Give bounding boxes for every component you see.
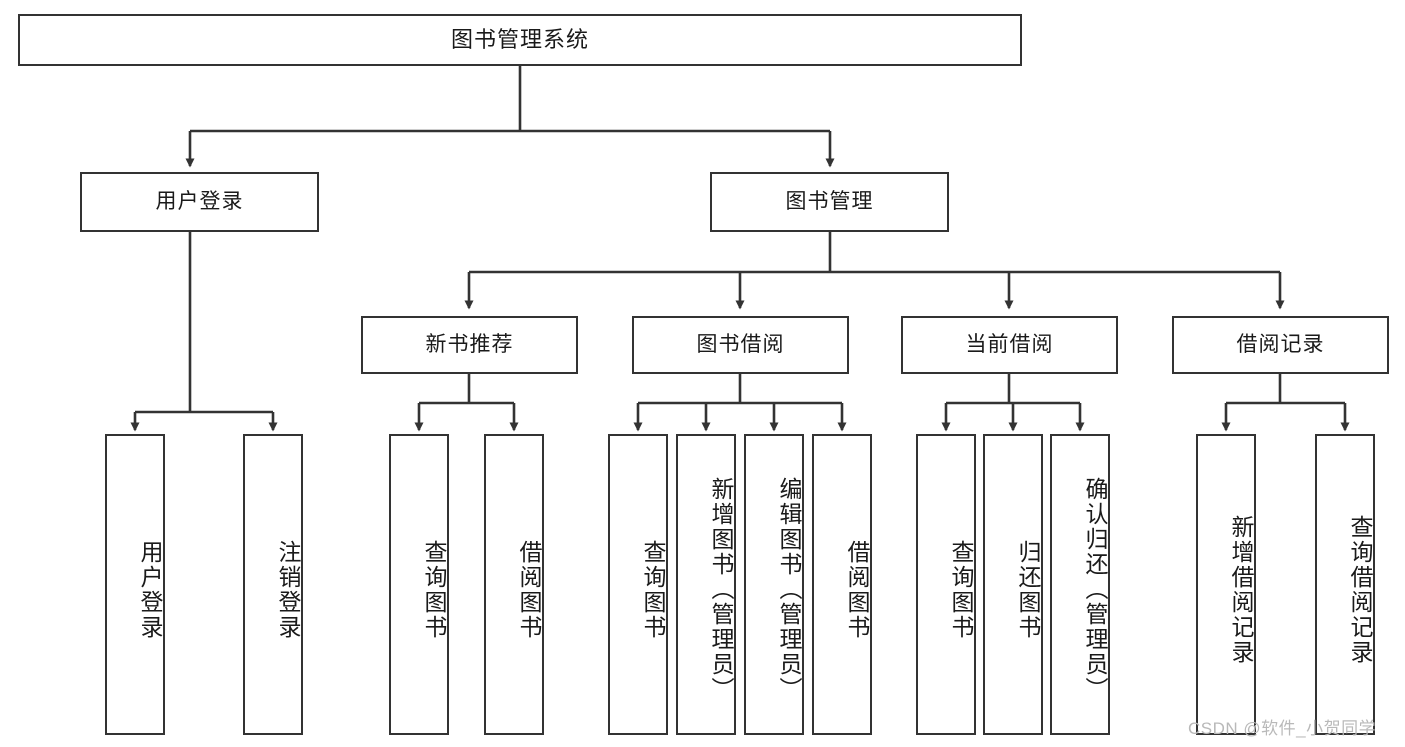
node-leaf-add-book[interactable]: 新增图书（管理员） xyxy=(676,434,736,735)
node-book-borrow[interactable]: 图书借阅 xyxy=(632,316,849,374)
node-leaf-query-book-3[interactable]: 查询图书 xyxy=(916,434,976,735)
node-leaf-borrow-book-2[interactable]: 借阅图书 xyxy=(812,434,872,735)
node-leaf-user-login[interactable]: 用户登录 xyxy=(105,434,165,735)
node-new-book-recommend[interactable]: 新书推荐 xyxy=(361,316,578,374)
node-current-borrow[interactable]: 当前借阅 xyxy=(901,316,1118,374)
node-leaf-query-record[interactable]: 查询借阅记录 xyxy=(1315,434,1375,735)
node-root[interactable]: 图书管理系统 xyxy=(18,14,1022,66)
node-leaf-user-logout[interactable]: 注销登录 xyxy=(243,434,303,735)
node-leaf-query-book-2[interactable]: 查询图书 xyxy=(608,434,668,735)
node-leaf-query-book-1[interactable]: 查询图书 xyxy=(389,434,449,735)
node-leaf-confirm-return[interactable]: 确认归还（管理员） xyxy=(1050,434,1110,735)
node-leaf-add-record[interactable]: 新增借阅记录 xyxy=(1196,434,1256,735)
node-borrow-record[interactable]: 借阅记录 xyxy=(1172,316,1389,374)
node-leaf-edit-book[interactable]: 编辑图书（管理员） xyxy=(744,434,804,735)
node-book-manage[interactable]: 图书管理 xyxy=(710,172,949,232)
node-user-login[interactable]: 用户登录 xyxy=(80,172,319,232)
node-leaf-borrow-book-1[interactable]: 借阅图书 xyxy=(484,434,544,735)
node-leaf-return-book[interactable]: 归还图书 xyxy=(983,434,1043,735)
csdn-watermark: CSDN @软件_小贺同学 xyxy=(1188,719,1377,738)
